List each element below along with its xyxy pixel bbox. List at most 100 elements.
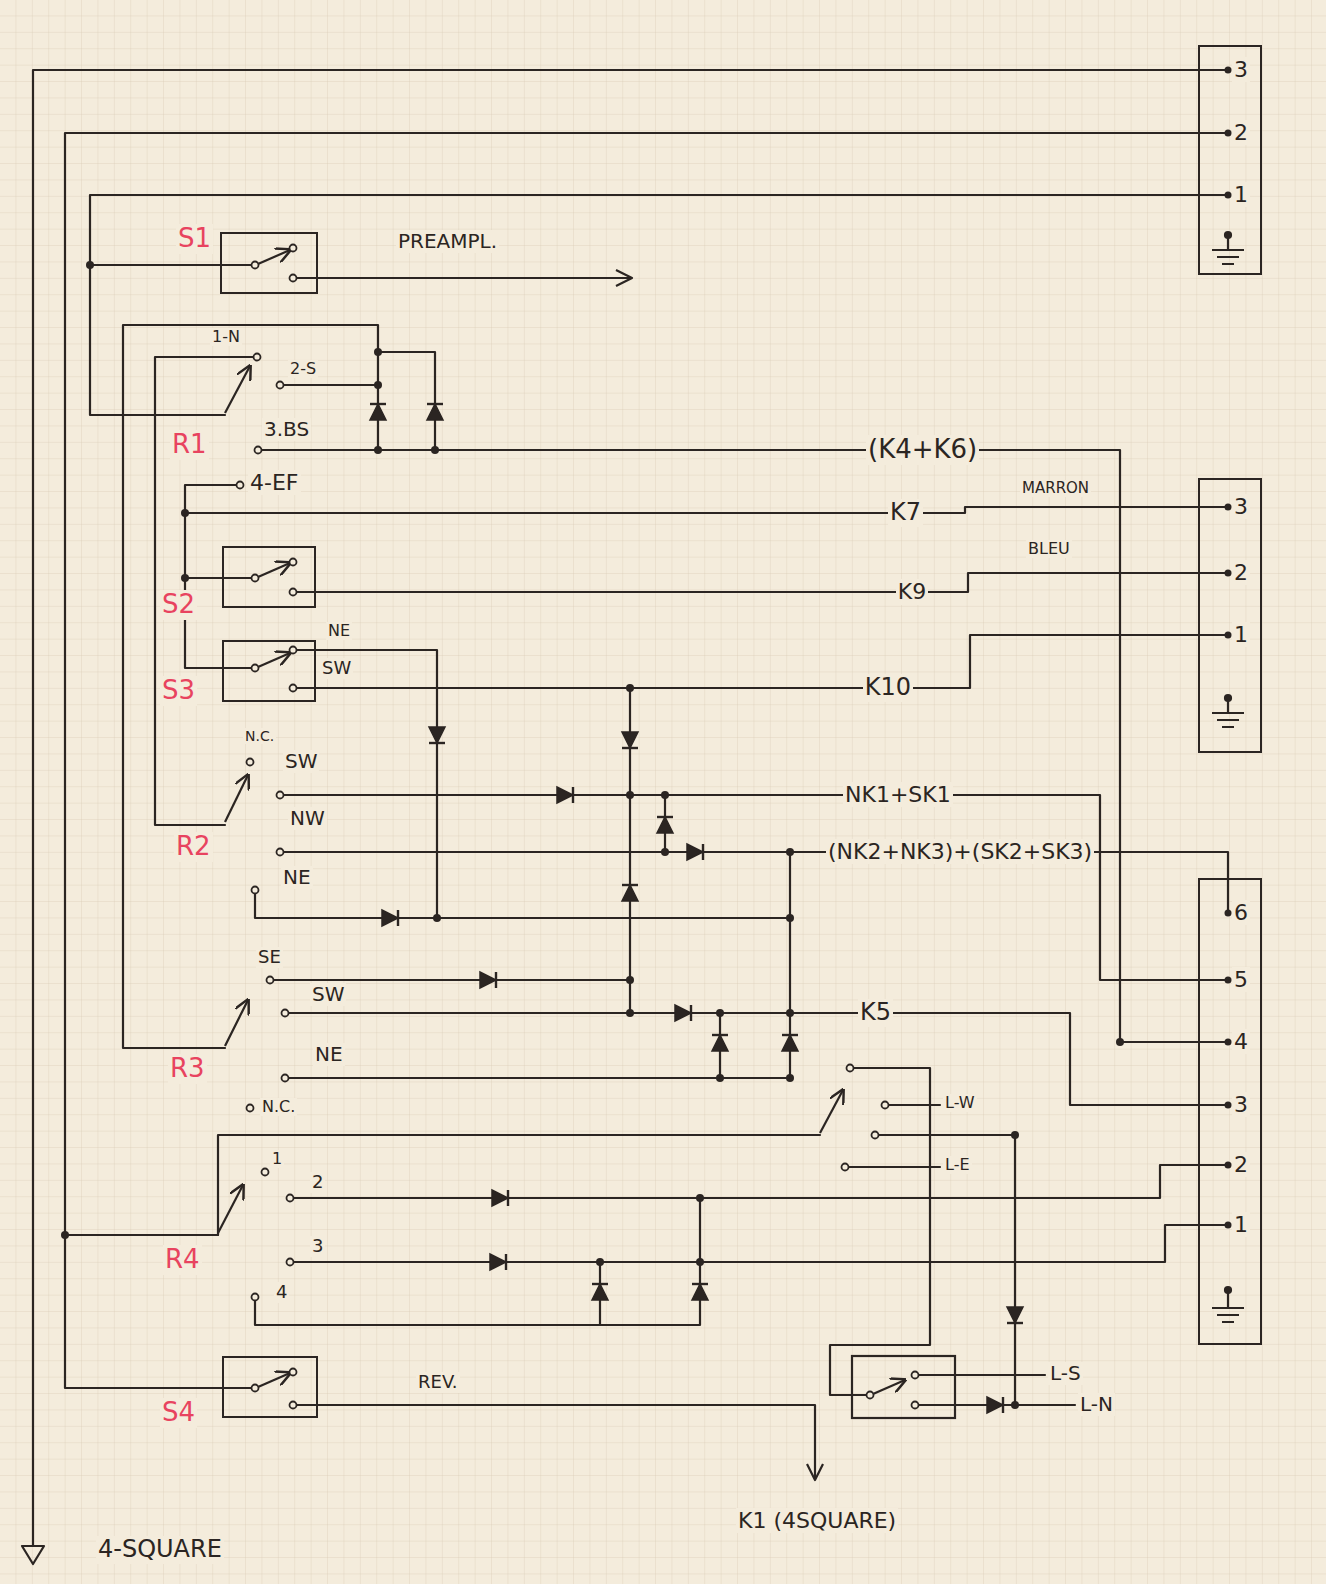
edge-label: K9	[896, 579, 928, 604]
contact	[882, 1102, 889, 1109]
diode-symbol	[427, 404, 443, 420]
switch-name: S4	[160, 1398, 197, 1428]
pin-dot	[1225, 192, 1232, 199]
arrowhead	[807, 1464, 823, 1480]
pin-number: 3	[1232, 1092, 1250, 1117]
ground-symbol	[1212, 701, 1244, 727]
pin-dot	[1225, 67, 1232, 74]
ground-symbol	[1225, 1287, 1231, 1293]
wire	[270, 980, 1228, 1105]
arrowhead	[22, 1546, 44, 1564]
arrowhead	[616, 270, 632, 286]
pin-number: 1	[1232, 1212, 1250, 1237]
contact	[290, 647, 297, 654]
wire	[123, 325, 1228, 1048]
junction-dot	[661, 848, 669, 856]
diode-symbol	[782, 1035, 798, 1051]
pin-dot	[1225, 1102, 1232, 1109]
switch-box: S1	[220, 232, 318, 294]
junction-dot	[61, 261, 1124, 1409]
wire-connector	[90, 195, 1198, 265]
pin-dot	[1225, 130, 1232, 137]
contact	[290, 275, 297, 282]
contact	[252, 887, 259, 894]
pin-dot	[1225, 632, 1232, 639]
contact	[847, 1065, 854, 1072]
junction-dot	[716, 1074, 724, 1082]
contact	[912, 1402, 919, 1409]
diode-symbol	[480, 972, 496, 988]
switch-lever	[218, 1185, 243, 1233]
pin-number: 3	[1232, 57, 1250, 82]
junction-dot	[696, 1258, 704, 1266]
contact-label: SW	[310, 983, 346, 1006]
pin-number: 1	[1232, 622, 1250, 647]
ground-symbol	[1225, 695, 1231, 701]
diode-symbol	[712, 1035, 728, 1051]
switch-box: S4	[222, 1356, 318, 1418]
ground-symbol	[1212, 238, 1244, 264]
switch-lever	[873, 1380, 905, 1394]
contact	[290, 1369, 297, 1376]
switch-name: S1	[176, 224, 213, 254]
pin-dot	[1225, 1222, 1232, 1229]
wire	[220, 265, 630, 278]
wire	[1198, 573, 1228, 635]
contact	[290, 245, 297, 252]
wire	[218, 1135, 1228, 1325]
junction-dot	[786, 848, 794, 856]
signal-label: REV.	[416, 1372, 460, 1393]
switch-name: R1	[170, 430, 209, 460]
junction-dot	[626, 1009, 634, 1017]
contact	[267, 977, 274, 984]
switch-name: R3	[168, 1054, 207, 1084]
contact	[252, 262, 259, 269]
contact-label: 3	[310, 1236, 325, 1257]
junction-dot	[786, 1074, 794, 1082]
contact	[282, 1010, 289, 1017]
signal-label: (NK2+NK3)+(SK2+SK3)	[826, 839, 1094, 864]
pin-number: 1	[1232, 182, 1250, 207]
contact-label: 4	[274, 1282, 289, 1303]
junction-dot	[1011, 1401, 1019, 1409]
switch-lever	[820, 1090, 843, 1133]
diode-symbol	[492, 1190, 508, 1206]
wire-colour: MARRON	[1020, 480, 1091, 497]
diode-symbol	[370, 404, 386, 420]
pin-number: 6	[1232, 900, 1250, 925]
switch-name: S2	[160, 590, 197, 620]
contact	[247, 1105, 254, 1112]
contact	[237, 482, 244, 489]
pin-number: 2	[1232, 560, 1250, 585]
contact-label: SE	[256, 947, 283, 968]
wire-connector	[316, 635, 1198, 688]
contact	[290, 1402, 297, 1409]
contact-label: 2-S	[288, 360, 318, 378]
ground-symbol	[1212, 1293, 1244, 1322]
pin-dot	[1225, 1039, 1232, 1046]
wire	[33, 70, 1228, 1546]
contact	[290, 559, 297, 566]
pin-dot	[1225, 504, 1232, 511]
contact-label: SW	[320, 658, 353, 679]
wire-connector	[316, 573, 1198, 592]
connector-group	[65, 133, 1198, 1388]
diode-symbol	[622, 885, 638, 901]
switch-lever	[258, 563, 290, 577]
diode-symbol	[592, 1284, 608, 1300]
wire	[222, 1388, 815, 1478]
contact-label: NE	[281, 866, 313, 889]
junction-dot	[433, 914, 441, 922]
signal-label: (K4+K6)	[866, 435, 979, 465]
contact	[252, 575, 259, 582]
contact	[237, 245, 919, 1409]
pin-number: 3	[1232, 494, 1250, 519]
contact	[290, 589, 297, 596]
junction-dot	[374, 348, 382, 356]
junction-dot	[626, 976, 634, 984]
contact	[287, 1195, 294, 1202]
wire-connector	[65, 133, 1198, 1388]
pin-number: 4	[1232, 1029, 1250, 1054]
pin-dot	[1225, 977, 1232, 984]
